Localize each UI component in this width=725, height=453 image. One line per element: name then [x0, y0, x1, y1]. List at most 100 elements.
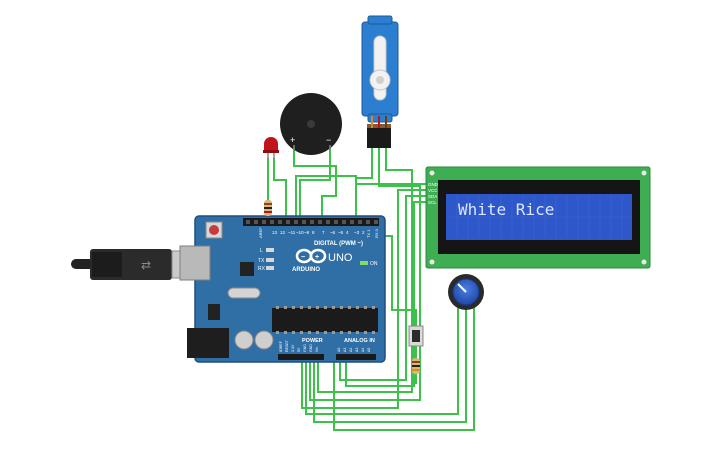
svg-text:A4: A4: [361, 348, 365, 352]
uno-label: UNO: [328, 252, 353, 264]
aref-label: AREF: [258, 227, 263, 238]
svg-text:5V: 5V: [297, 347, 301, 352]
usb-socket: [179, 245, 211, 281]
power-pin-labels: IOREF RESET 3.3V 5V GND GND Vin: [279, 339, 319, 352]
svg-text:GND: GND: [309, 344, 313, 352]
pin-label-12: 12: [280, 230, 286, 235]
lcd-pin-vcc: VCC: [428, 188, 438, 193]
rx-label: RX: [258, 266, 266, 272]
led-dome: [264, 137, 278, 150]
analog-label: ANALOG IN: [344, 338, 375, 344]
digital-pin-labels: 13 12 ~11 ~10 ~9 8 7 ~6 ~5 4 ~3 2: [272, 230, 365, 235]
led-resistor[interactable]: [264, 200, 272, 216]
pin-label-7: 7: [322, 230, 325, 235]
button-resistor[interactable]: [412, 358, 420, 374]
pin-label-10: ~10: [296, 230, 304, 235]
push-button[interactable]: [408, 325, 424, 347]
svg-text:3.3V: 3.3V: [291, 344, 295, 352]
on-label: ON: [370, 261, 378, 267]
svg-text:A1: A1: [343, 348, 347, 352]
wire-pot-right: [333, 306, 475, 431]
lcd-module[interactable]: White Rice GND VCC SDA SCL: [425, 166, 651, 269]
analog-pin-labels: A0 A1 A2 A3 A4 A5: [337, 348, 371, 352]
servo-horn[interactable]: [369, 35, 391, 101]
rx-led: [266, 266, 274, 270]
digital-label: DIGITAL (PWM ~): [314, 241, 363, 247]
pin-label-tx1: TX 1: [366, 229, 371, 238]
atmega-chip-pins: [276, 306, 375, 334]
svg-text:RESET: RESET: [285, 339, 289, 352]
arduino-logo-icon: − +: [295, 248, 327, 264]
wire-servo-power: [309, 148, 421, 401]
svg-text:Vin: Vin: [315, 347, 319, 352]
brand-label: ARDUINO: [292, 267, 320, 273]
usb-plug-grip: [92, 252, 122, 277]
crystal: [227, 287, 261, 299]
pin-label-9: ~9: [304, 230, 310, 235]
lcd-pin-labels: GND VCC SDA SCL: [428, 182, 439, 205]
tx-led: [266, 258, 274, 262]
wires: [267, 145, 475, 431]
buzzer-hole: [307, 120, 315, 128]
wire-pot-left: [305, 306, 459, 415]
l-label: L: [260, 248, 263, 254]
lcd-text-line-1: White Rice: [458, 200, 554, 219]
l-led: [266, 248, 274, 252]
pin-label-13: 13: [272, 230, 278, 235]
lcd-pin-scl: SCL: [428, 200, 437, 205]
red-led[interactable]: [263, 137, 279, 160]
pin-label-6: ~6: [330, 230, 336, 235]
servo-connector: [367, 128, 391, 148]
lcd-pin-gnd: GND: [428, 182, 439, 187]
piezo-buzzer[interactable]: + −: [280, 93, 342, 155]
atmega-chip: [272, 308, 378, 332]
power-label: POWER: [302, 338, 323, 344]
lcd-pixel-grid: [448, 196, 630, 238]
servo-motor[interactable]: [361, 15, 399, 148]
wire-servo-ground: [317, 148, 413, 393]
lcd-pin-sda: SDA: [428, 194, 437, 199]
svg-text:A3: A3: [355, 348, 359, 352]
digital-header-pins: [246, 220, 378, 224]
svg-text:A0: A0: [337, 348, 341, 352]
analog-header: [336, 354, 376, 360]
buzzer-plus-label: +: [290, 135, 295, 145]
svg-text:A5: A5: [367, 348, 371, 352]
wire-lcd-scl: [345, 201, 428, 387]
wire-led-anode: [273, 158, 287, 222]
tx-label: TX: [258, 258, 265, 264]
power-jack: [187, 328, 229, 358]
wire-lcd-sda: [339, 195, 428, 381]
buzzer-minus-label: −: [326, 135, 331, 145]
on-led: [360, 261, 368, 265]
led-base: [263, 150, 279, 153]
wire-lcd-vcc: [301, 189, 428, 409]
pin-label-rx0: RX 0: [374, 228, 379, 238]
capacitor-2: [254, 330, 274, 350]
svg-text:GND: GND: [303, 344, 307, 352]
potentiometer[interactable]: [448, 274, 484, 310]
pin-label-2: 2: [362, 230, 365, 235]
wire-lcd-gnd: [295, 175, 428, 222]
arduino-board[interactable]: AREF 13 12 ~11 ~10 ~9 8 7 ~6 ~5 4 ~3 2 T…: [179, 215, 386, 363]
wire-buzzer-minus: [299, 145, 331, 222]
servo-tab-top: [367, 15, 393, 25]
wire-buzzer-plus: [293, 145, 337, 222]
pin-label-5: ~5: [338, 230, 344, 235]
power-header: [278, 354, 324, 360]
svg-text:A2: A2: [349, 348, 353, 352]
capacitor-1: [234, 330, 254, 350]
pin-label-4: 4: [346, 230, 349, 235]
usb-chip: [240, 262, 254, 276]
wire-servo-signal: [355, 148, 373, 222]
pin-label-3: ~3: [354, 230, 360, 235]
icsp-small: [208, 304, 220, 320]
pin-label-8: 8: [312, 230, 315, 235]
svg-text:IOREF: IOREF: [279, 340, 283, 352]
pin-label-11: ~11: [288, 230, 296, 235]
svg-text:−: −: [301, 254, 305, 261]
svg-text:+: +: [315, 254, 319, 261]
reset-button-cap[interactable]: [209, 225, 219, 235]
wire-pot-mid: [313, 306, 467, 423]
